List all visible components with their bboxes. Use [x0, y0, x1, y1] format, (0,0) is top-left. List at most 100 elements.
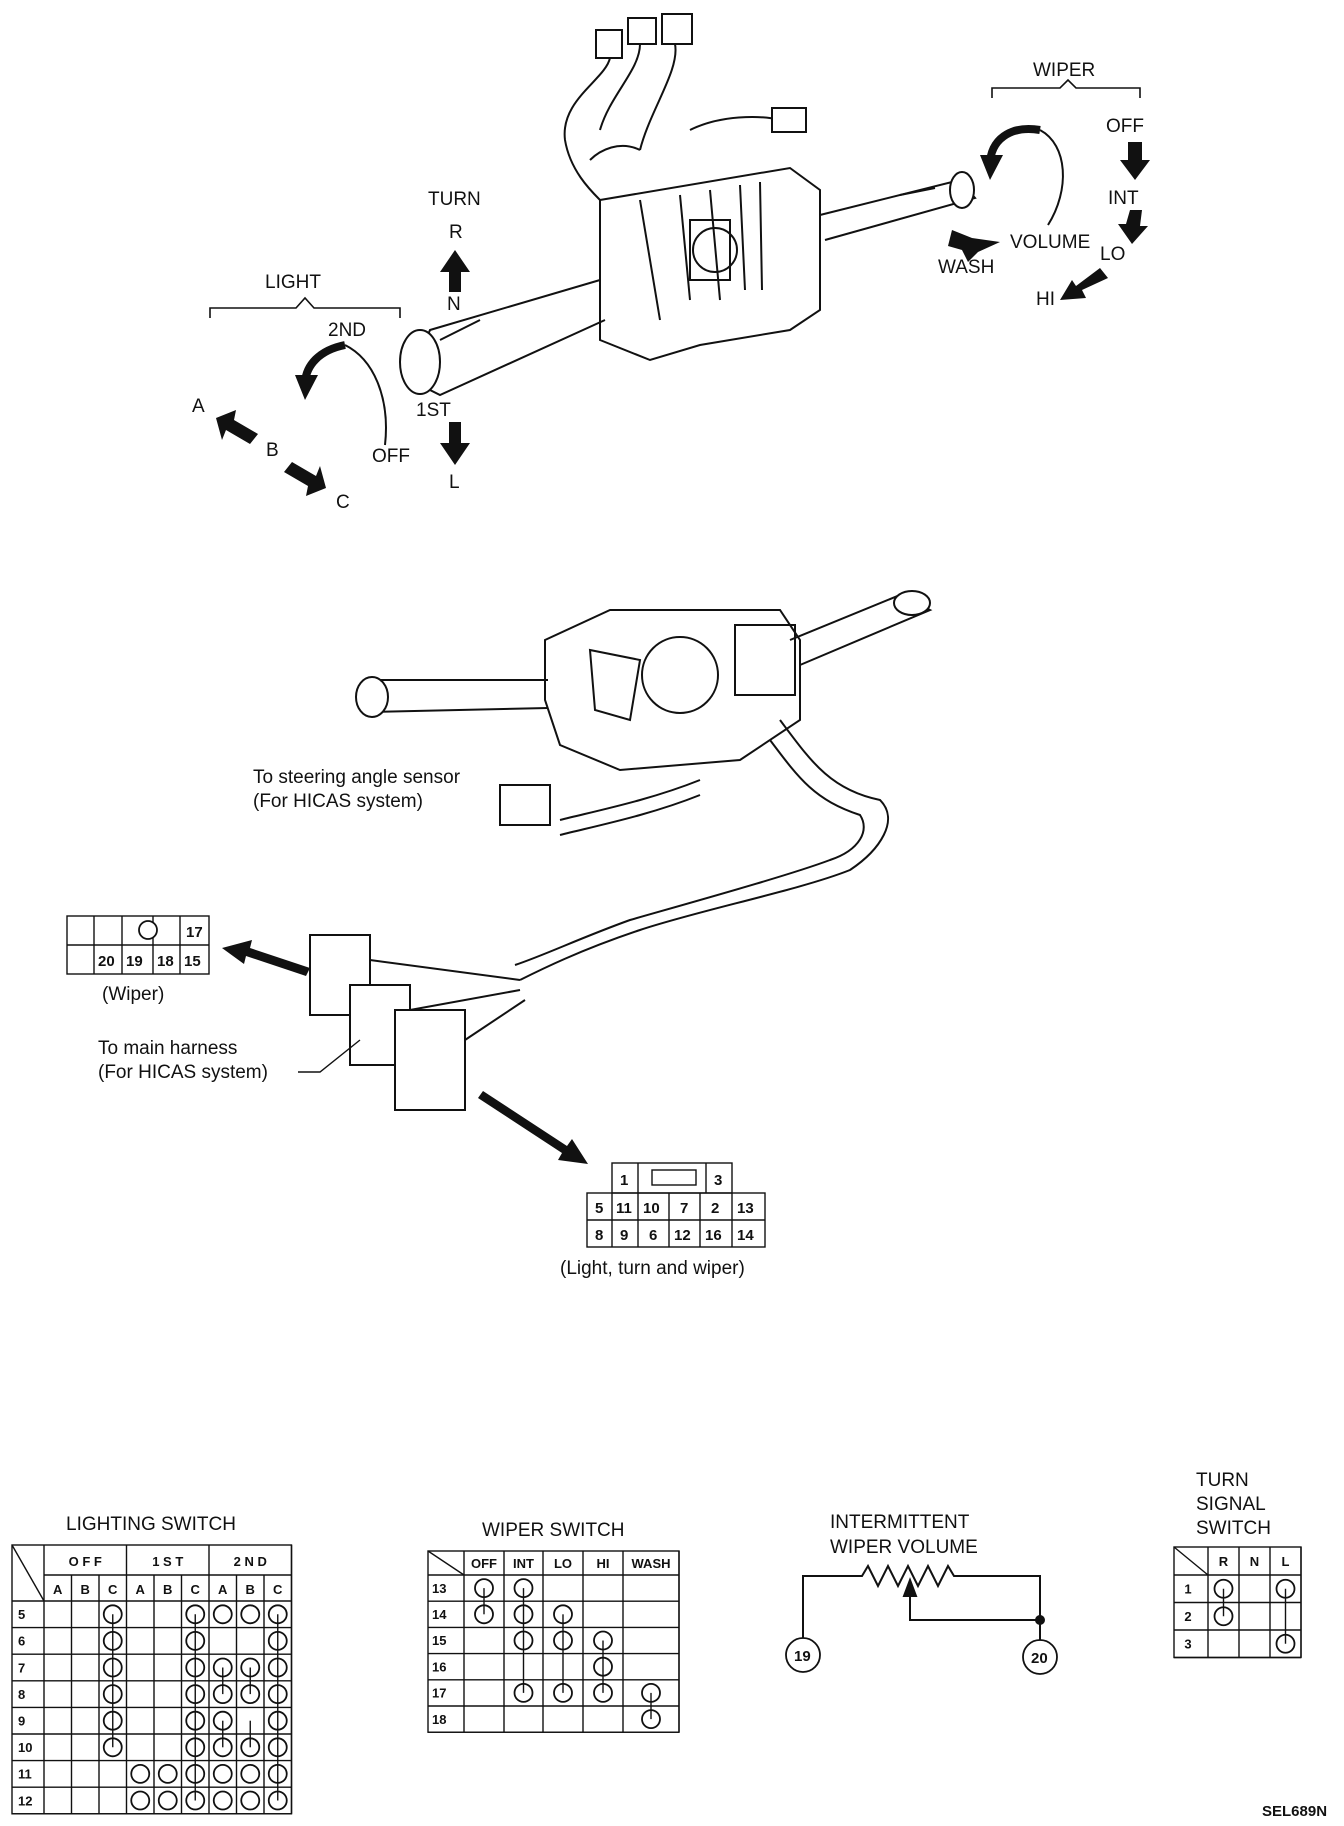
wiper-arrow-int-lo [1118, 210, 1148, 244]
wiper-col-header: LO [554, 1556, 572, 1571]
turn-position-r: R [449, 222, 463, 243]
lighting-group-header: 2 N D [234, 1554, 267, 1569]
turn-position-n: N [447, 294, 461, 315]
lighting-row-label: 11 [18, 1767, 32, 1782]
combination-switch-illustration [399, 13, 977, 397]
wiper-position-lo: LO [1100, 244, 1125, 265]
turn-diagonal [1173, 1546, 1209, 1576]
wiper-position-off: OFF [1106, 116, 1144, 137]
light-dir-c: C [336, 492, 350, 513]
volume-label: VOLUME [1010, 232, 1090, 253]
lighting-subcol-header: B [163, 1582, 172, 1597]
turn-col-header: R [1219, 1554, 1229, 1569]
light-rotation-curve [344, 344, 387, 446]
light-conn-3: 3 [714, 1172, 722, 1189]
wiper-connector-caption: (Wiper) [102, 984, 164, 1005]
lighting-subcol-header: C [273, 1582, 283, 1597]
light-connector-caption: (Light, turn and wiper) [560, 1258, 745, 1279]
wiper-conn-15: 15 [184, 953, 201, 970]
volume-terminal-19-label: 19 [794, 1648, 811, 1665]
turn-arrow-up [440, 250, 470, 292]
lighting-subcol-header: A [53, 1582, 63, 1597]
lighting-group-header: O F F [69, 1554, 102, 1569]
light-arrow-c [284, 462, 326, 496]
turn-switch-title-line2: SIGNAL [1196, 1494, 1266, 1515]
wiper-connector-face [66, 915, 210, 975]
continuity-dot [240, 1790, 261, 1811]
light-bracket [209, 296, 401, 318]
light-conn-1: 1 [620, 1172, 628, 1189]
turn-row-label: 1 [1184, 1582, 1191, 1597]
lighting-group-header: 1 S T [152, 1554, 183, 1569]
wiper-row-label: 18 [432, 1712, 446, 1727]
wiper-position-hi: HI [1036, 289, 1055, 310]
lighting-subcol-header: C [191, 1582, 201, 1597]
lighting-diagonal [11, 1544, 45, 1602]
wiper-volume-arrowhead [980, 155, 1003, 180]
footer-code: SEL689N [1262, 1803, 1327, 1820]
turn-switch-title-line1: TURN [1196, 1470, 1249, 1491]
light-conn-11: 11 [616, 1200, 632, 1217]
wiper-label: WIPER [1033, 60, 1095, 81]
light-conn-5: 5 [595, 1200, 603, 1217]
light-conn-9: 9 [620, 1227, 628, 1244]
continuity-dot [240, 1604, 261, 1625]
light-label: LIGHT [265, 272, 321, 293]
lighting-row-label: 12 [18, 1793, 32, 1808]
wiper-row-label: 15 [432, 1633, 446, 1648]
light-conn-13: 13 [737, 1200, 754, 1217]
continuity-dot [212, 1764, 233, 1784]
turn-position-l: L [449, 472, 460, 493]
wiper-row-label: 17 [432, 1686, 446, 1701]
light-conn-10: 10 [643, 1200, 660, 1217]
switch-harness-illustration [309, 590, 933, 1111]
turn-label: TURN [428, 189, 481, 210]
wiper-conn-17: 17 [186, 924, 203, 941]
turn-col-header: L [1282, 1554, 1290, 1569]
light-position-off: OFF [372, 446, 410, 467]
wiper-col-header: HI [597, 1556, 610, 1571]
light-conn-12: 12 [674, 1227, 691, 1244]
continuity-dot [212, 1604, 233, 1625]
lighting-row-label: 9 [18, 1713, 25, 1728]
wash-label: WASH [938, 257, 994, 278]
volume-terminal-19 [785, 1637, 821, 1673]
lighting-row-label: 10 [18, 1740, 32, 1755]
volume-title-line2: WIPER VOLUME [830, 1537, 978, 1558]
turn-row-label: 3 [1184, 1637, 1191, 1652]
continuity-dot [240, 1764, 261, 1784]
light-connector-arrow [478, 1091, 588, 1164]
wiper-row-label: 16 [432, 1659, 446, 1674]
wiper-col-header: WASH [632, 1556, 671, 1571]
steering-sensor-note-line2: (For HICAS system) [253, 791, 423, 812]
lighting-row-label: 8 [18, 1687, 25, 1702]
light-conn-8: 8 [595, 1227, 603, 1244]
volume-title-line1: INTERMITTENT [830, 1512, 970, 1533]
wiper-arrow-off-int [1120, 142, 1150, 180]
light-position-1st: 1ST [416, 400, 451, 421]
volume-circuit [802, 1563, 1045, 1640]
wiper-diagonal [427, 1550, 465, 1576]
wiper-switch-title: WIPER SWITCH [482, 1520, 625, 1541]
light-conn-7: 7 [680, 1200, 688, 1217]
continuity-dot [130, 1790, 151, 1811]
light-arrow-a [216, 410, 258, 444]
continuity-dot [157, 1790, 178, 1811]
lighting-row-label: 6 [18, 1634, 25, 1649]
lighting-row-label: 7 [18, 1660, 25, 1675]
continuity-dot [130, 1764, 151, 1784]
wiper-row-label: 14 [432, 1607, 447, 1622]
continuity-dot [157, 1764, 178, 1784]
light-dir-a: A [192, 396, 205, 417]
lighting-row-label: 5 [18, 1607, 25, 1622]
lighting-subcol-header: A [218, 1582, 228, 1597]
lighting-subcol-header: B [81, 1582, 90, 1597]
wash-arrow [948, 230, 1000, 262]
turn-row-label: 2 [1184, 1609, 1191, 1624]
wiper-row-label: 13 [432, 1581, 446, 1596]
light-position-2nd: 2ND [328, 320, 366, 341]
light-conn-16: 16 [705, 1227, 722, 1244]
